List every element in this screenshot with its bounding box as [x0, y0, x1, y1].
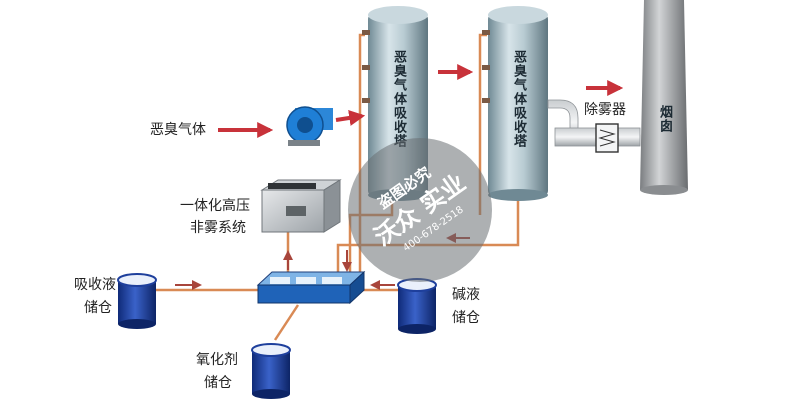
- high-pressure-sprayer: [260, 179, 342, 233]
- chimney-label: 烟囱: [657, 105, 672, 133]
- oxidant-tank-label-line2: 储仓: [204, 375, 232, 391]
- mixing-tray: [256, 270, 366, 305]
- watermark-stamp: 盗图必究 沃众 实业 400-678-2518: [340, 130, 500, 290]
- absorbent-tank: [117, 273, 157, 329]
- absorption-tower-2: [488, 6, 548, 201]
- alkali-tank-label-line2: 储仓: [452, 310, 480, 326]
- oxidant-tank-label-line1: 氧化剂: [196, 352, 238, 368]
- chimney: [640, 0, 688, 195]
- sprayer-label-line2: 非雾系统: [190, 220, 246, 236]
- tower-2-label: 恶臭气体吸收塔: [511, 50, 526, 148]
- alkali-tank: [397, 278, 437, 334]
- spray-nozzles: [362, 30, 490, 103]
- absorbent-tank-label-line1: 吸收液: [74, 277, 116, 293]
- tower-1-label: 恶臭气体吸收塔: [391, 50, 406, 148]
- oxidant-tank: [251, 343, 291, 399]
- gas-flow-arrows: [218, 64, 624, 138]
- demister-unit: [595, 123, 619, 153]
- odor-gas-label: 恶臭气体: [150, 122, 206, 138]
- demister-label: 除雾器: [584, 102, 626, 118]
- fan-blower: [286, 106, 333, 146]
- absorbent-tank-label-line2: 储仓: [84, 300, 112, 316]
- alkali-tank-label-line1: 碱液: [452, 287, 480, 303]
- sprayer-label-line1: 一体化高压: [180, 198, 250, 214]
